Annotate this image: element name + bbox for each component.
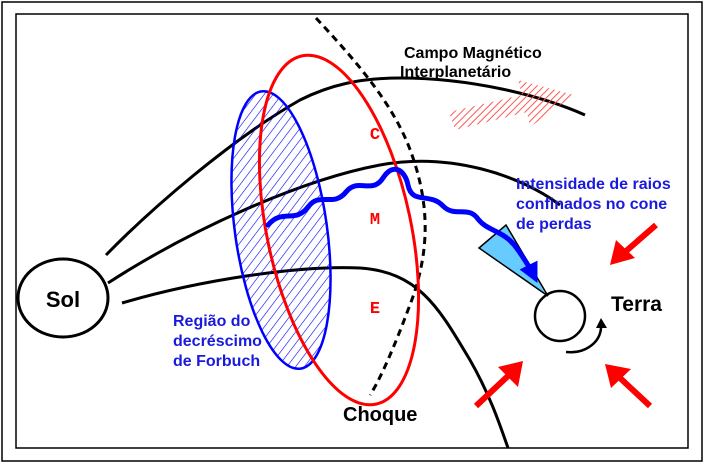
field-line-middle xyxy=(107,159,561,285)
earth xyxy=(533,289,587,343)
red-arrow-bottom-left-icon xyxy=(473,361,523,409)
cme-letter-e: E xyxy=(370,300,380,319)
cme-letter-c: C xyxy=(370,126,380,145)
hatched-red-arrow-icon xyxy=(449,80,574,130)
cone-label-line3: de perdas xyxy=(516,216,592,233)
rotation-arc xyxy=(565,327,603,354)
cosmic-ray-path xyxy=(265,166,538,283)
rotation-arrow-icon xyxy=(596,318,607,328)
sun xyxy=(16,257,110,339)
imf-label-line1: Campo Magnético xyxy=(404,45,542,62)
earth-label: Terra xyxy=(611,293,662,316)
field-line-top xyxy=(104,76,586,257)
red-arrow-bottom-right-icon xyxy=(605,364,653,409)
forbush-label-line2: decréscimo xyxy=(173,333,262,350)
cme-letter-m: M xyxy=(370,211,380,230)
shock-label: Choque xyxy=(343,404,417,426)
shock-front xyxy=(314,16,427,396)
imf-label-line2: Interplanetário xyxy=(400,64,511,81)
forbush-label-line1: Região do xyxy=(173,313,251,330)
cme-loop xyxy=(257,53,421,407)
cone-label-line1: Intensidade de raios xyxy=(516,176,671,193)
forbush-region xyxy=(230,89,332,371)
sun-label: Sol xyxy=(46,287,80,312)
forbush-label-line3: de Forbuch xyxy=(173,353,260,370)
cone-label-line2: confinados no cone xyxy=(516,196,667,213)
red-arrow-top-right-icon xyxy=(610,222,658,265)
inner-border xyxy=(15,13,689,449)
loss-cone xyxy=(477,223,549,297)
